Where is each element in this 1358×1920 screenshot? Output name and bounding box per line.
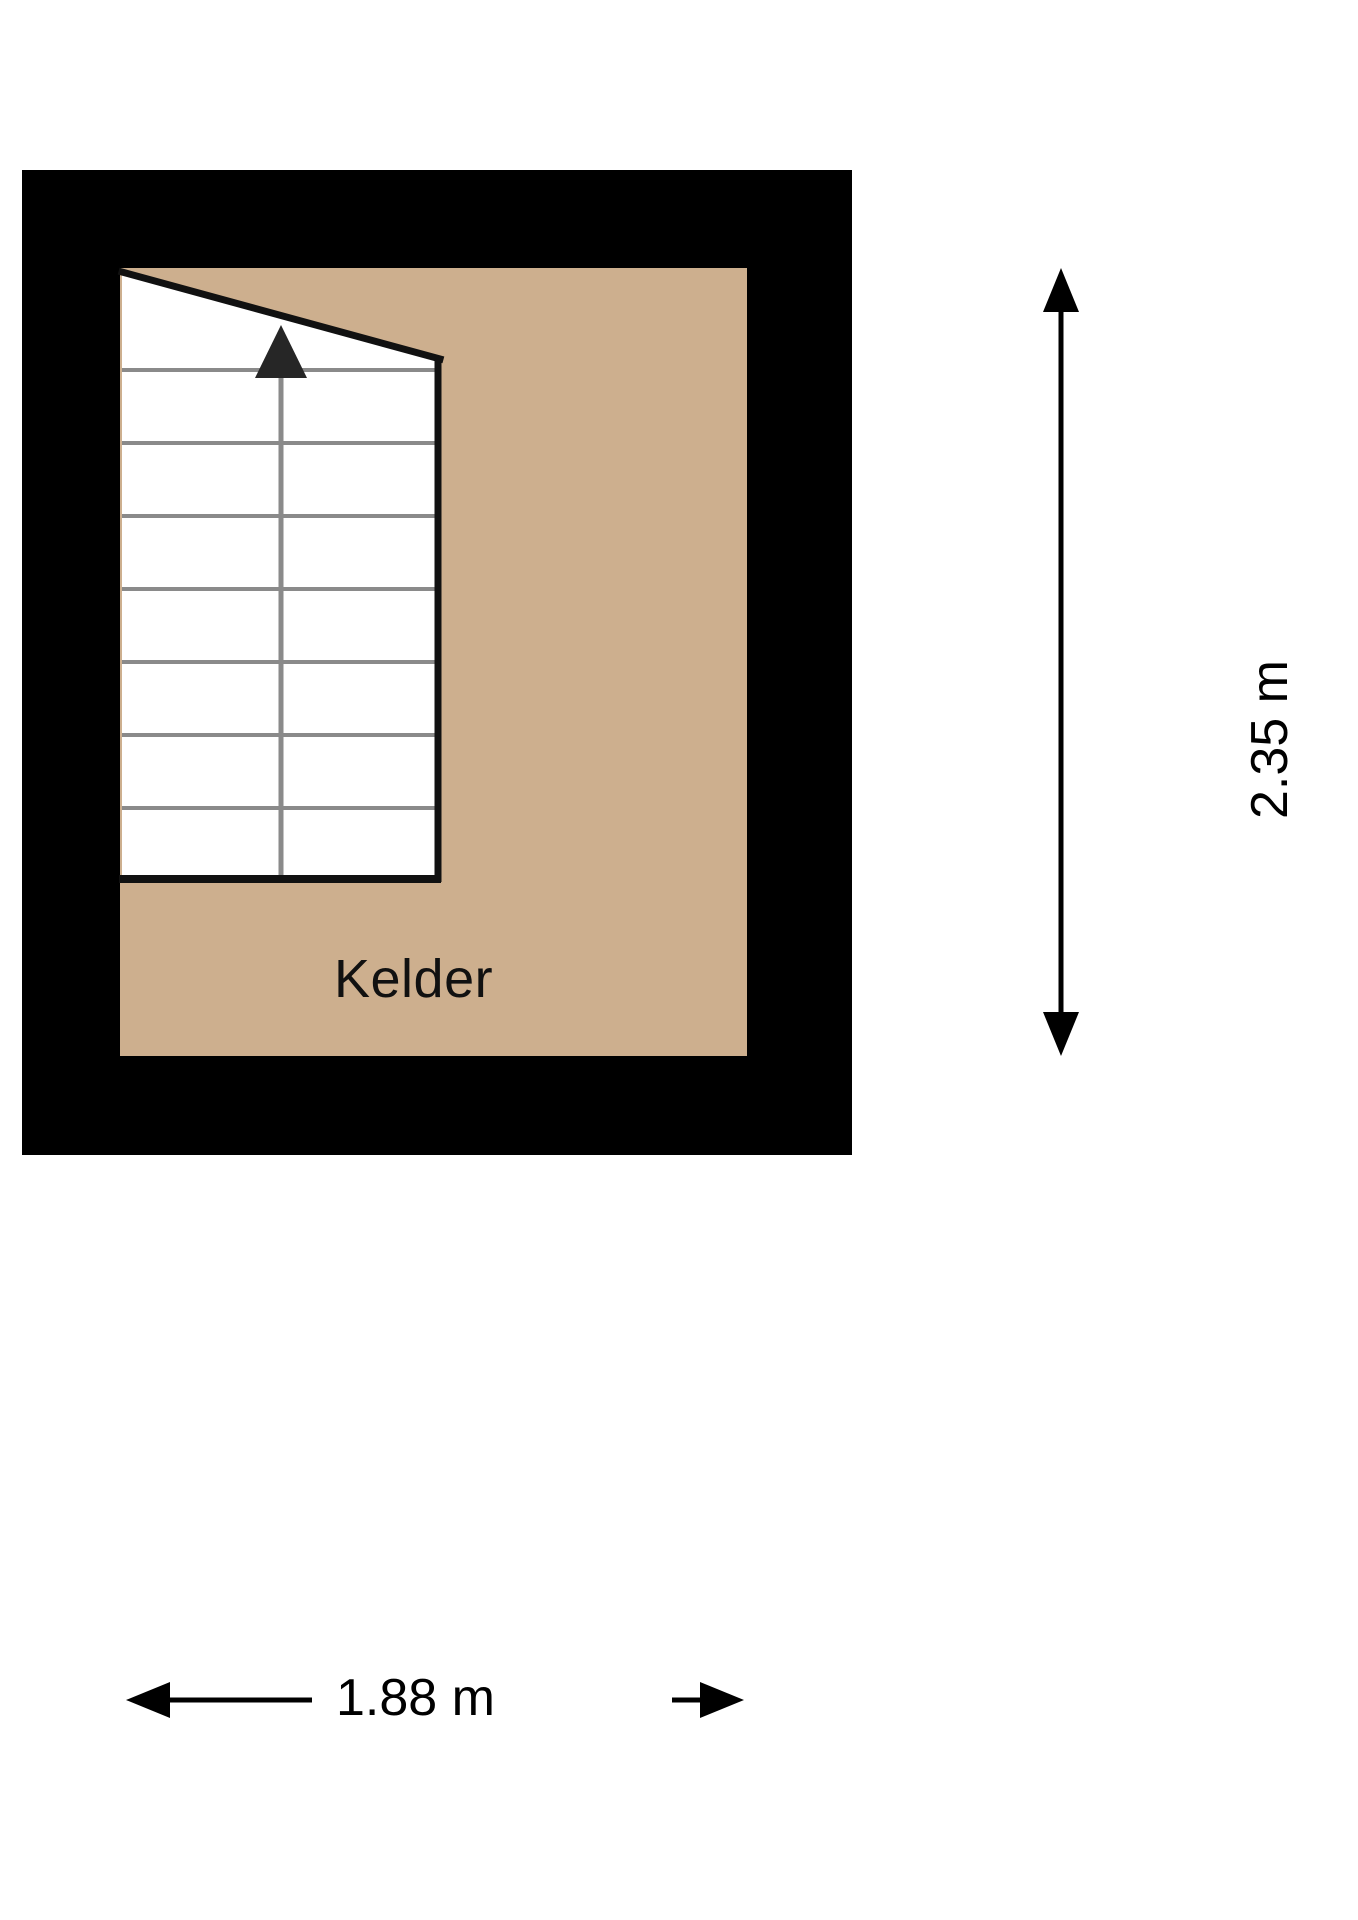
dimension-arrow-down-icon [1043,1012,1079,1056]
dimension-arrow-left-icon [126,1682,170,1718]
dimension-vertical [1043,268,1079,1056]
dimension-arrow-right-icon [700,1682,744,1718]
dimension-width-label: 1.88 m [336,1669,495,1727]
dimension-height-label: 2.35 m [1241,660,1299,819]
dimension-arrow-up-icon [1043,268,1079,312]
room-label-kelder: Kelder [334,949,494,1009]
staircase-diagonal-edge [117,267,445,364]
staircase-up-arrow-icon [255,325,307,378]
dimension-horizontal [126,1682,744,1718]
